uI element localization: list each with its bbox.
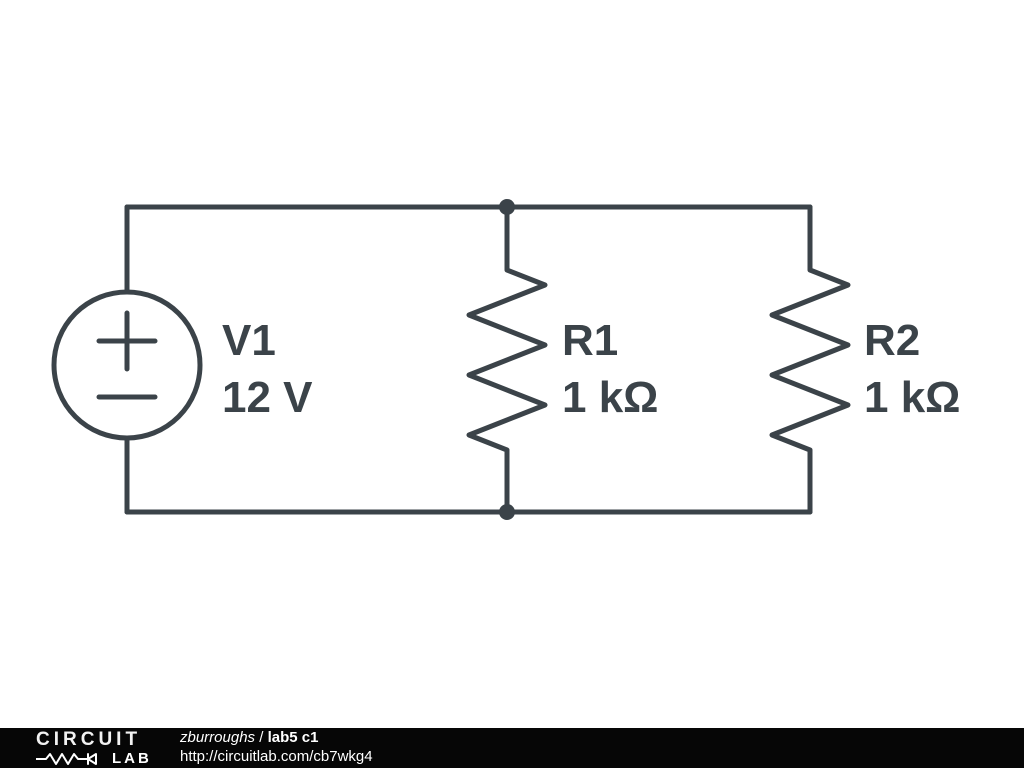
r2-value-label: 1 kΩ bbox=[864, 373, 960, 422]
circuitlab-logo: CIRCUIT LAB bbox=[0, 730, 180, 766]
voltage-source-v1 bbox=[51, 289, 203, 441]
junction-dot-top bbox=[499, 199, 515, 215]
schematic-title: lab5 c1 bbox=[267, 729, 319, 747]
schematic-url: http://circuitlab.com/cb7wkg4 bbox=[180, 748, 373, 765]
r1-value-label: 1 kΩ bbox=[562, 373, 658, 422]
footer-bar: CIRCUIT LAB zburroughs / lab5 c1 http://… bbox=[0, 728, 1024, 768]
v1-name-label: V1 bbox=[222, 316, 276, 365]
logo-text-lab: LAB bbox=[112, 750, 152, 767]
footer-attribution: zburroughs / lab5 c1 http://circuitlab.c… bbox=[180, 729, 373, 767]
byline-separator: / bbox=[255, 729, 268, 747]
schematic-byline: zburroughs / lab5 c1 bbox=[180, 729, 373, 748]
v1-value-label: 12 V bbox=[222, 373, 313, 422]
logo-text-circuit: CIRCUIT bbox=[36, 729, 142, 750]
resistor-logo-icon bbox=[36, 752, 97, 765]
junction-dot-bottom bbox=[499, 504, 515, 520]
author-name: zburroughs bbox=[180, 729, 256, 747]
resistor-r2 bbox=[769, 204, 851, 515]
resistor-r1 bbox=[466, 204, 548, 515]
plus-symbol bbox=[96, 310, 158, 372]
r1-name-label: R1 bbox=[562, 316, 618, 365]
logo-bottom-row: LAB bbox=[36, 751, 180, 766]
r2-name-label: R2 bbox=[864, 316, 920, 365]
